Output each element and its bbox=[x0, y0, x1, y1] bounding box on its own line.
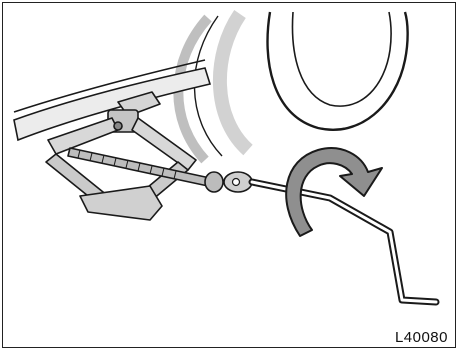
figure-reference-code: L40080 bbox=[395, 329, 448, 346]
jack-screw-end bbox=[205, 172, 223, 192]
tire-rim-inner-arc bbox=[292, 12, 391, 106]
tire-sidewall-arc bbox=[220, 14, 248, 150]
coupling-hole bbox=[233, 179, 240, 186]
jack-pin bbox=[114, 122, 122, 130]
jack-handle bbox=[224, 172, 436, 302]
handle-rod-highlight bbox=[252, 182, 436, 302]
handle-rod bbox=[252, 182, 436, 302]
tire bbox=[178, 12, 407, 160]
tire-rim-arc bbox=[268, 12, 408, 130]
